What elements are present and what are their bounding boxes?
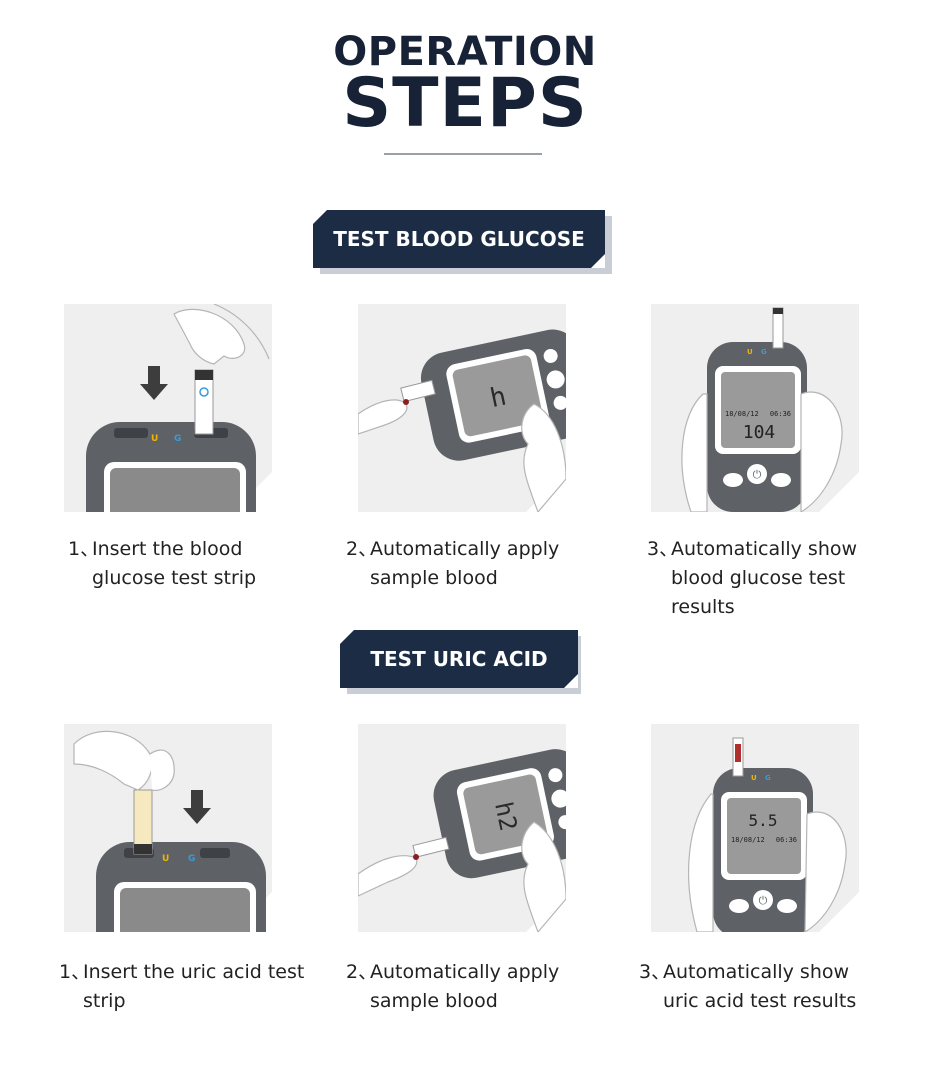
section-banner-uric-acid: TEST URIC ACID xyxy=(340,630,578,688)
power-icon: ⏻ xyxy=(759,894,768,907)
step-caption-uric-1: 1、 Insert the uric acid test strip xyxy=(59,961,305,1012)
meter-date: 18/08/12 xyxy=(725,410,759,418)
step-illustration-apply-blood-glucose: h xyxy=(358,304,566,512)
step-caption-glucose-1: 1、 Insert the blood glucose test strip xyxy=(68,538,257,589)
step-caption-glucose-2: 2、 Automatically apply sample blood xyxy=(346,538,560,589)
step-caption-uric-2: 2、 Automatically apply sample blood xyxy=(346,961,560,1012)
meter-time: 06:36 xyxy=(776,836,797,844)
svg-text:G: G xyxy=(765,774,771,782)
svg-text:U: U xyxy=(747,348,753,356)
step-illustration-insert-uric-strip: U G xyxy=(64,724,272,932)
svg-text:U: U xyxy=(151,434,158,444)
step-illustration-uric-result: U G 5.5 18/08/12 06:36 ⏻ xyxy=(651,724,859,932)
svg-text:G: G xyxy=(188,854,195,864)
section-banner-glucose: TEST BLOOD GLUCOSE xyxy=(313,210,605,268)
page-title-line1: OPERATION xyxy=(333,29,597,75)
power-icon: ⏻ xyxy=(753,468,762,481)
svg-text:U: U xyxy=(162,854,169,864)
step-illustration-insert-glucose-strip: U G xyxy=(64,304,272,512)
meter-date: 18/08/12 xyxy=(731,836,765,844)
meter-display-text: h xyxy=(487,381,509,414)
meter-display-text: h2 xyxy=(489,799,522,833)
title-divider xyxy=(384,153,542,155)
meter-reading: 5.5 xyxy=(749,811,778,830)
step-caption-uric-3: 3、 Automatically show uric acid test res… xyxy=(639,961,857,1012)
meter-time: 06:36 xyxy=(770,410,791,418)
meter-reading: 104 xyxy=(743,422,776,443)
page-title-line2: STEPS xyxy=(342,64,588,143)
step-illustration-glucose-result: U G 18/08/12 06:36 104 ⏻ xyxy=(651,304,859,512)
step-caption-glucose-3: 3、 Automatically show blood glucose test… xyxy=(647,538,858,618)
svg-text:U: U xyxy=(751,774,757,782)
svg-text:G: G xyxy=(174,434,181,444)
svg-text:G: G xyxy=(761,348,767,356)
step-illustration-apply-blood-uric: h2 xyxy=(358,724,566,932)
